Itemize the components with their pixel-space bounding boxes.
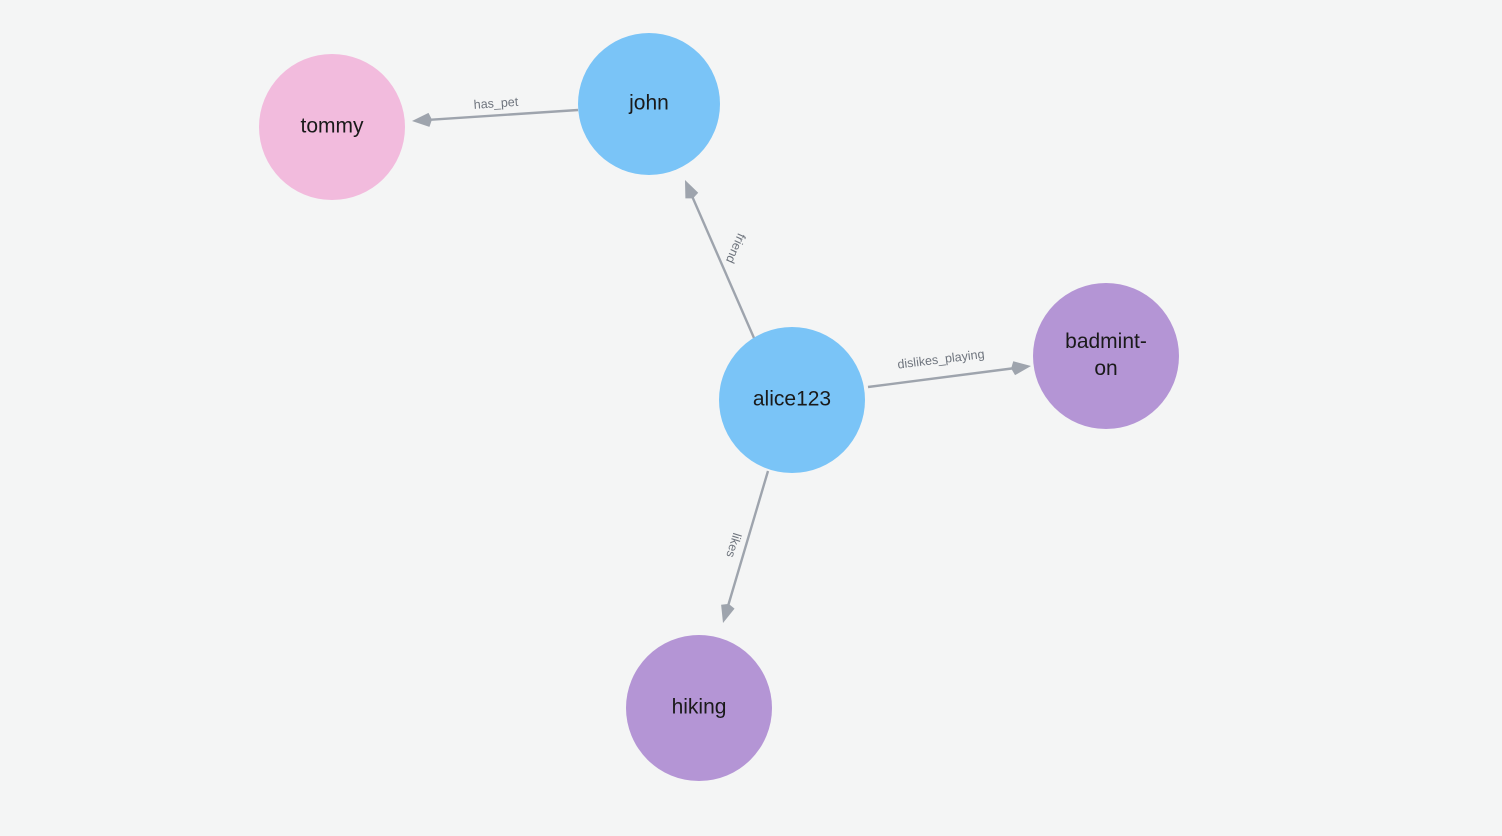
edge-label: friend: [723, 231, 749, 265]
graph-edge[interactable]: has_pet: [412, 95, 579, 127]
edge-line: [690, 193, 756, 339]
node-circle[interactable]: [1033, 283, 1179, 429]
graph-edge[interactable]: friend: [685, 180, 756, 339]
graph-node-tommy[interactable]: tommy: [259, 54, 405, 200]
graph-node-badminton[interactable]: badmint-on: [1033, 283, 1179, 429]
edge-arrowhead-icon: [412, 112, 432, 127]
graph-node-john[interactable]: john: [578, 33, 720, 175]
node-circle[interactable]: [578, 33, 720, 175]
edge-line: [867, 366, 1016, 389]
edge-line: [726, 470, 770, 609]
edge-arrowhead-icon: [721, 603, 735, 623]
edge-label: dislikes_playing: [897, 347, 986, 372]
graph-edge[interactable]: likes: [721, 470, 770, 623]
graph-node-hiking[interactable]: hiking: [626, 635, 772, 781]
nodes-layer: tommy john alice123 badmint-on hiking: [259, 33, 1179, 781]
graph-edge[interactable]: dislikes_playing: [867, 347, 1031, 389]
node-circle[interactable]: [626, 635, 772, 781]
edge-line: [427, 108, 579, 122]
edge-label: has_pet: [473, 95, 519, 112]
edge-label: likes: [723, 531, 744, 559]
edge-arrowhead-icon: [1011, 361, 1031, 376]
graph-node-alice123[interactable]: alice123: [719, 327, 865, 473]
node-circle[interactable]: [259, 54, 405, 200]
edge-arrowhead-icon: [685, 180, 699, 199]
node-circle[interactable]: [719, 327, 865, 473]
